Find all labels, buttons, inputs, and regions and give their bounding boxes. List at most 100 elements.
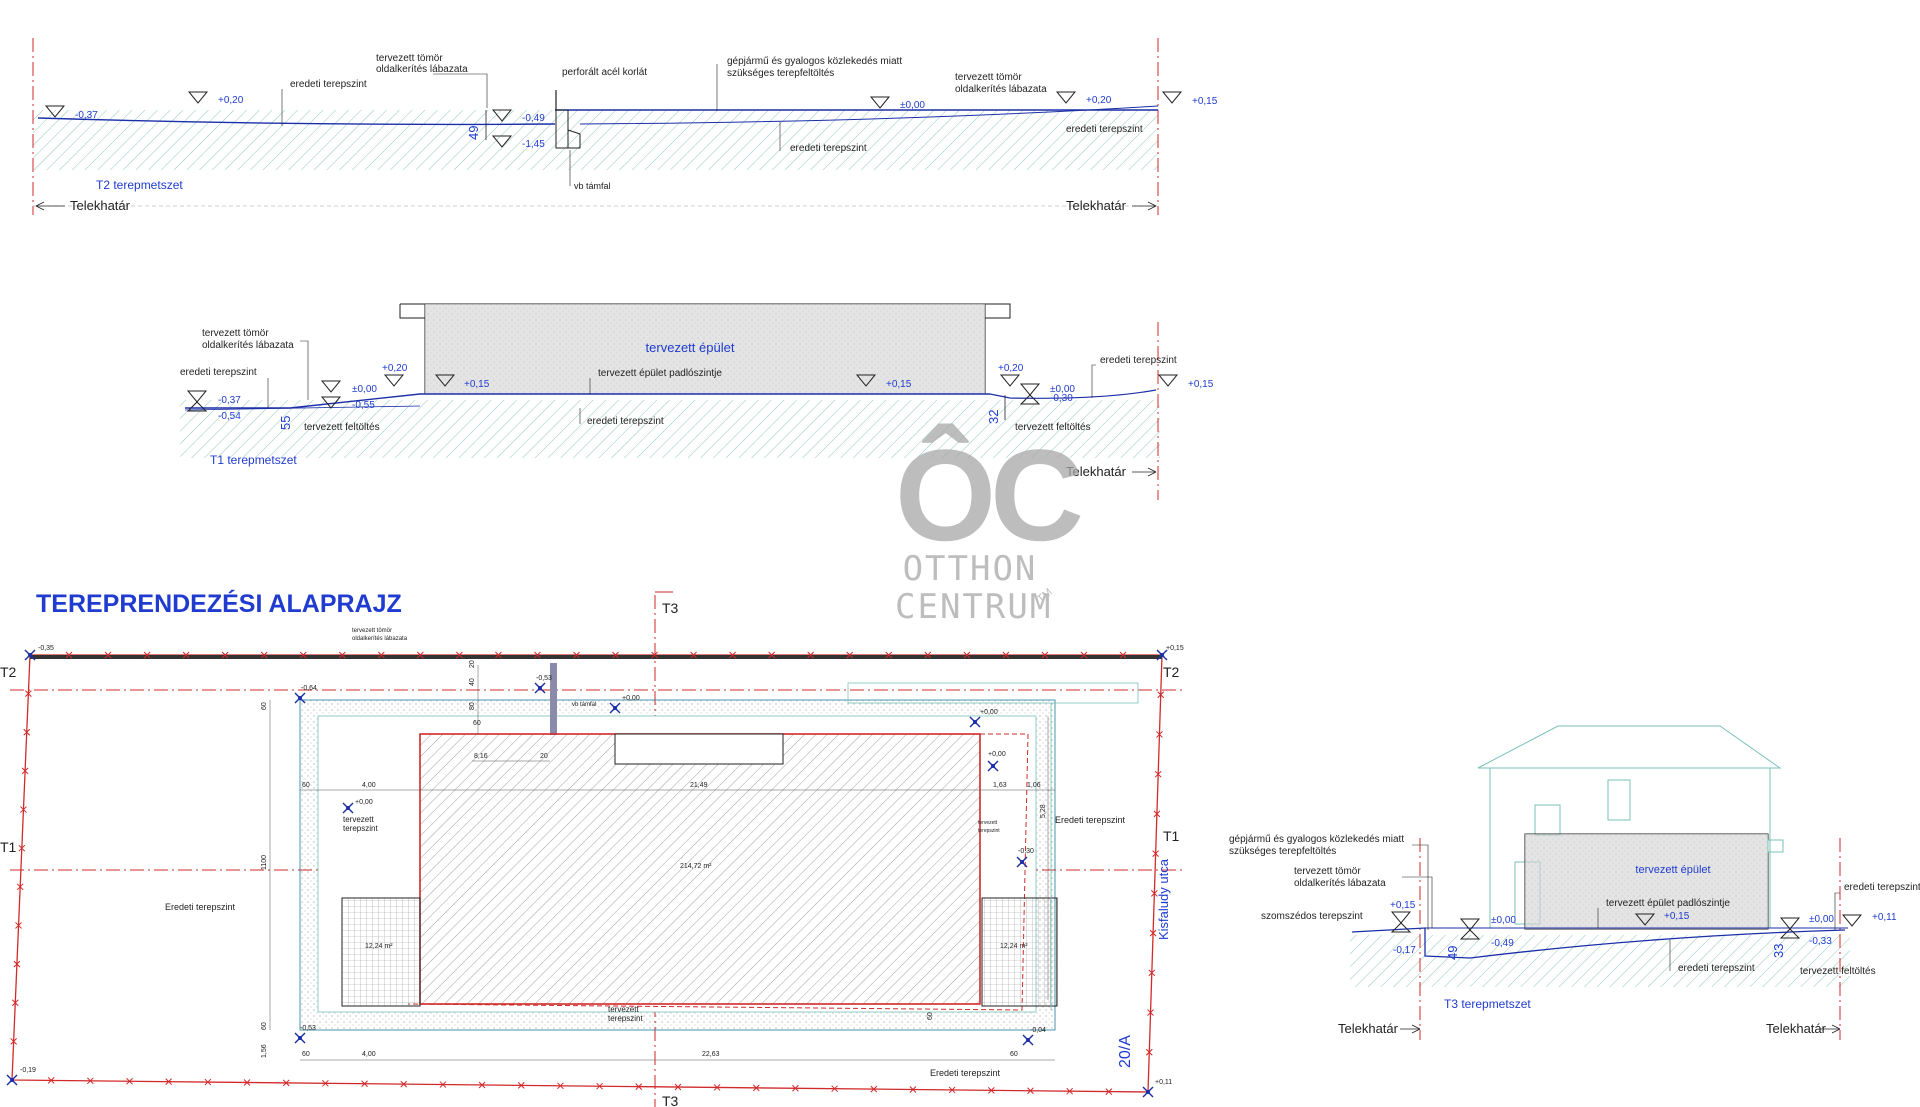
fence-marker [963,651,971,659]
fence-marker [1148,969,1156,977]
plan-level: -0,53 [536,675,552,682]
t1-note: oldalkerítés lábazata [202,340,294,351]
fence-marker [47,1077,55,1084]
t3-note: oldalkerítés lábazata [1294,878,1386,889]
fence-marker [204,1078,212,1086]
t3-boundary-right: Telekhatár [1766,1021,1827,1036]
fence-marker [1002,651,1010,659]
plan-dimension: 4,00 [362,782,376,789]
fence-marker [713,1084,721,1091]
t3-section: tervezett épület +0,15 -0,17 ±0,00 -0,49… [1229,725,1920,1040]
plan-note: Eredeti terepszint [165,902,236,912]
plan-dimension: 60 [927,1012,934,1020]
plan-dimension: 214,72 m² [680,863,712,870]
t1-dimension: 55 [278,416,293,430]
plan-dimension: 80 [469,702,476,710]
t1-title: T1 terepmetszet [210,453,297,467]
t3-level: -0,17 [1393,945,1416,956]
t2-level: +0,20 [1086,95,1112,106]
fence-markers [10,651,1165,1095]
t1-level: -0,54 [218,411,241,422]
fence-marker [361,1080,368,1088]
plan-note: Eredeti terepszint [930,1068,1001,1078]
fence-marker [65,651,73,659]
plan-dimension: 12,24 m² [1000,943,1028,950]
t3-note: szükséges terepfeltöltés [1229,846,1336,857]
plan-corner-level: -0,35 [38,645,54,652]
plan-dimension: 5,28 [1040,804,1047,818]
fence-marker [596,1082,603,1090]
fence-marker [674,1083,682,1091]
fence-marker [1149,929,1157,937]
fence-marker [1027,1087,1034,1095]
plan-dimension: 1,06 [1027,782,1041,789]
plan-level: -0,04 [1030,1027,1046,1034]
plan-dimension: 1100 [261,855,268,870]
fence-marker [20,806,27,813]
t1-note: tervezett feltöltés [304,422,380,433]
t2-note: perforált acél korlát [562,67,647,78]
fence-marker [1156,731,1163,738]
plan-note: terepszint [343,824,378,833]
fence-marker [25,690,32,697]
t2-note: vb támfal [574,181,611,191]
fence-marker [456,651,463,659]
t1-level: -0,37 [218,395,241,406]
plan-dimension: 60 [302,1051,310,1058]
fence-marker [885,651,893,659]
fence-marker [282,1079,290,1087]
t3-note: eredeti terepszint [1678,963,1755,974]
plan-level: +0,00 [355,799,373,806]
t1-section: tervezett épület -0,37 -0,54 ±0,00 -0,55… [180,303,1214,500]
fence-marker [1145,1048,1153,1056]
t2-note: oldalkerítés lábazata [955,84,1047,95]
t2-level: -0,49 [522,113,545,124]
t1-note: eredeti terepszint [1100,355,1177,366]
site-plan: TEREPRENDEZÉSI ALAPRAJZ -0,35 +0,15 -0,1… [0,589,1185,1107]
t3-building-label: tervezett épület [1635,864,1710,876]
t1-note: tervezett tömör [202,328,269,339]
plan-dimension: 4,00 [362,1051,376,1058]
t2-boundary-right: Telekhatár [1066,198,1127,213]
fence-marker [1154,770,1162,778]
fence-marker [690,651,697,659]
t3-note: eredeti terepszint [1844,882,1920,893]
plan-title: TEREPRENDEZÉSI ALAPRAJZ [36,589,402,618]
plan-level: +0,00 [622,695,640,702]
fence-marker [612,651,619,659]
t2-level: +0,20 [218,95,244,106]
t2-dimension: 49 [466,126,481,140]
plan-dimension: 40 [469,678,476,686]
t3-level: +0,11 [1872,912,1897,923]
t1-level: +0,15 [1188,379,1214,390]
street-name: Kisfaludy utca [1156,858,1171,940]
plan-dimension: 20 [540,753,548,760]
fence-marker [909,1086,917,1093]
fence-marker [807,651,815,659]
fence-marker [11,999,19,1007]
t1-level: ±0,00 [352,384,377,395]
t3-note: tervezett feltöltés [1800,966,1876,977]
section-mark-t2-right: T2 [1163,664,1180,680]
plan-dimension: 60 [302,782,310,789]
fence-marker [1153,810,1161,818]
t3-boundary-left: Telekhatár [1338,1021,1399,1036]
t1-level: +0,15 [886,379,912,390]
t2-note: tervezett tömör [955,72,1022,83]
plan-note: Eredeti terepszint [1055,815,1126,825]
plan-note: terepszint [608,1014,643,1023]
t3-title: T3 terepmetszet [1444,997,1531,1011]
t2-note: eredeti terepszint [790,143,867,154]
fence-marker [924,651,932,659]
plan-corner-level: +0,11 [1155,1079,1172,1086]
fence-marker [21,767,29,775]
fence-marker [15,922,22,929]
t1-level: -0,30 [1050,393,1073,404]
plan-dimension: 21,49 [690,782,708,789]
t1-note: tervezett épület padlószintje [598,368,722,379]
t1-note: eredeti terepszint [587,416,664,427]
plan-level: +0,00 [980,709,998,716]
fence-marker [1152,850,1159,857]
t1-boundary-right: Telekhatár [1066,464,1127,479]
